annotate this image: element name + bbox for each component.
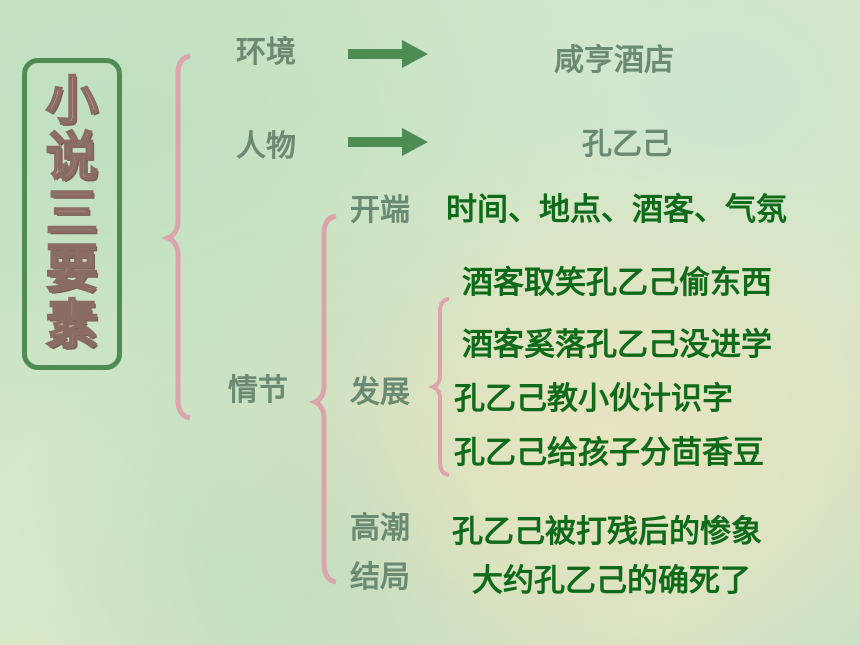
development-label: 发展 [350,375,410,410]
environment-label: 环境 [236,35,296,70]
plot-brace [308,213,337,585]
climax-label: 高潮 [350,511,410,546]
ending-value: 大约孔乙己的确死了 [472,563,751,599]
character-label: 人物 [236,129,296,164]
beginning-label: 开端 [350,193,410,228]
main-brace [161,53,191,421]
title-char: 要 [45,240,99,300]
plot-label: 情节 [228,373,288,408]
environment-value: 咸亨酒店 [554,43,674,78]
character-value: 孔乙己 [582,127,672,162]
development-item: 酒客奚落孔乙己没进学 [462,327,772,363]
climax-value: 孔乙己被打残后的惨象 [452,514,762,550]
title-box: 小 说 三 要 素 [22,58,122,370]
title-char: 素 [45,296,99,356]
ending-label: 结局 [350,560,410,595]
development-item: 孔乙己教小伙计识字 [454,381,733,417]
beginning-value: 时间、地点、酒客、气氛 [446,192,787,228]
arrow-right-icon [348,128,428,156]
title-char: 说 [45,128,99,188]
title-char: 小 [45,72,99,132]
title-char: 三 [45,184,99,244]
development-item: 孔乙己给孩子分茴香豆 [454,435,764,471]
arrow-right-icon [348,40,428,68]
development-brace [427,297,450,477]
development-item: 酒客取笑孔乙己偷东西 [462,265,772,301]
